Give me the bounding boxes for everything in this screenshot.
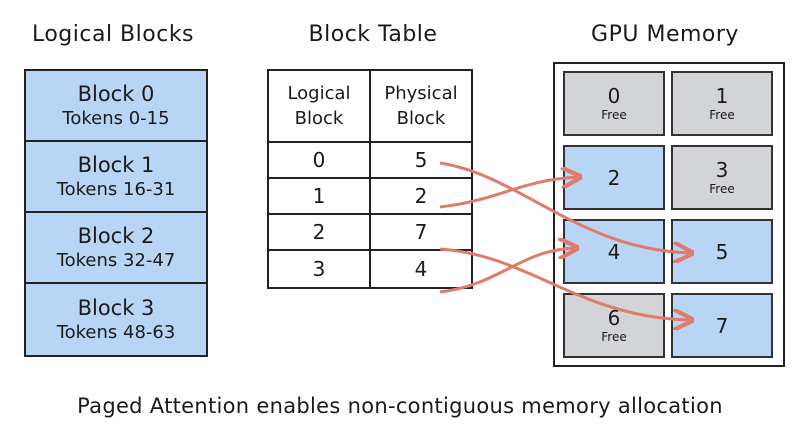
physical-index-cell: 2: [414, 184, 428, 208]
logical-block-tokens: Tokens 48-63: [56, 321, 176, 343]
memory-cell-0: 0 Free: [563, 71, 665, 136]
logical-blocks-list: Block 0 Tokens 0-15 Block 1 Tokens 16-31…: [24, 69, 208, 357]
header-text: Block: [396, 108, 446, 129]
logical-block: Block 2 Tokens 32-47: [26, 213, 206, 284]
physical-index-cell: 5: [414, 148, 428, 172]
logical-block: Block 0 Tokens 0-15: [26, 71, 206, 142]
block-table-title: Block Table: [308, 22, 438, 47]
memory-cell-1: 1 Free: [671, 71, 773, 136]
memory-cell-number: 2: [607, 165, 621, 190]
arrow-2-to-7: [439, 247, 690, 320]
logical-blocks-title: Logical Blocks: [31, 22, 195, 47]
logical-block: Block 3 Tokens 48-63: [26, 284, 206, 355]
table-row: 1 2: [269, 179, 471, 215]
header-text: Block: [294, 108, 344, 129]
memory-cell-number: 5: [715, 239, 729, 264]
header-text: Logical: [287, 83, 351, 104]
block-table: Logical Block Physical Block 0 5 1 2 2 7…: [267, 69, 473, 289]
physical-block-header: Physical Block: [371, 71, 471, 141]
arrow-3-to-4: [439, 248, 575, 294]
table-row: 2 7: [269, 215, 471, 251]
memory-cell-3: 3 Free: [671, 145, 773, 210]
physical-index-cell: 7: [414, 220, 428, 244]
memory-cell-number: 0: [607, 84, 621, 108]
memory-cell-number: 7: [715, 313, 729, 338]
logical-block-tokens: Tokens 0-15: [62, 107, 170, 129]
logical-block-tokens: Tokens 32-47: [56, 249, 176, 271]
logical-index-cell: 1: [269, 179, 371, 213]
arrow-1-to-2: [439, 177, 578, 209]
logical-block-name: Block 2: [77, 223, 155, 248]
logical-index-cell: 2: [269, 215, 371, 249]
header-text: Physical: [384, 83, 458, 104]
logical-block-name: Block 0: [77, 81, 155, 106]
memory-cell-4: 4: [563, 219, 665, 284]
memory-cell-6: 6 Free: [563, 293, 665, 358]
table-row: 0 5: [269, 143, 471, 179]
physical-index-cell: 4: [414, 257, 428, 281]
memory-cell-status: Free: [601, 330, 627, 344]
memory-cell-status: Free: [601, 108, 627, 122]
logical-block-name: Block 1: [77, 152, 155, 177]
gpu-memory-title: GPU Memory: [591, 22, 739, 47]
memory-cell-number: 1: [715, 84, 729, 108]
arrow-0-to-5: [439, 161, 690, 253]
table-row: 3 4: [269, 251, 471, 287]
memory-cell-status: Free: [709, 182, 735, 196]
caption: Paged Attention enables non-contiguous m…: [77, 394, 723, 418]
memory-cell-number: 3: [715, 158, 729, 182]
memory-cell-number: 6: [607, 306, 621, 330]
logical-block: Block 1 Tokens 16-31: [26, 142, 206, 213]
logical-index-cell: 3: [269, 251, 371, 287]
block-table-header-row: Logical Block Physical Block: [269, 71, 471, 143]
logical-block-header: Logical Block: [269, 71, 371, 141]
memory-cell-number: 4: [607, 239, 621, 264]
logical-index-cell: 0: [269, 143, 371, 177]
memory-cell-status: Free: [709, 108, 735, 122]
logical-block-name: Block 3: [77, 295, 155, 320]
logical-block-tokens: Tokens 16-31: [56, 178, 176, 200]
